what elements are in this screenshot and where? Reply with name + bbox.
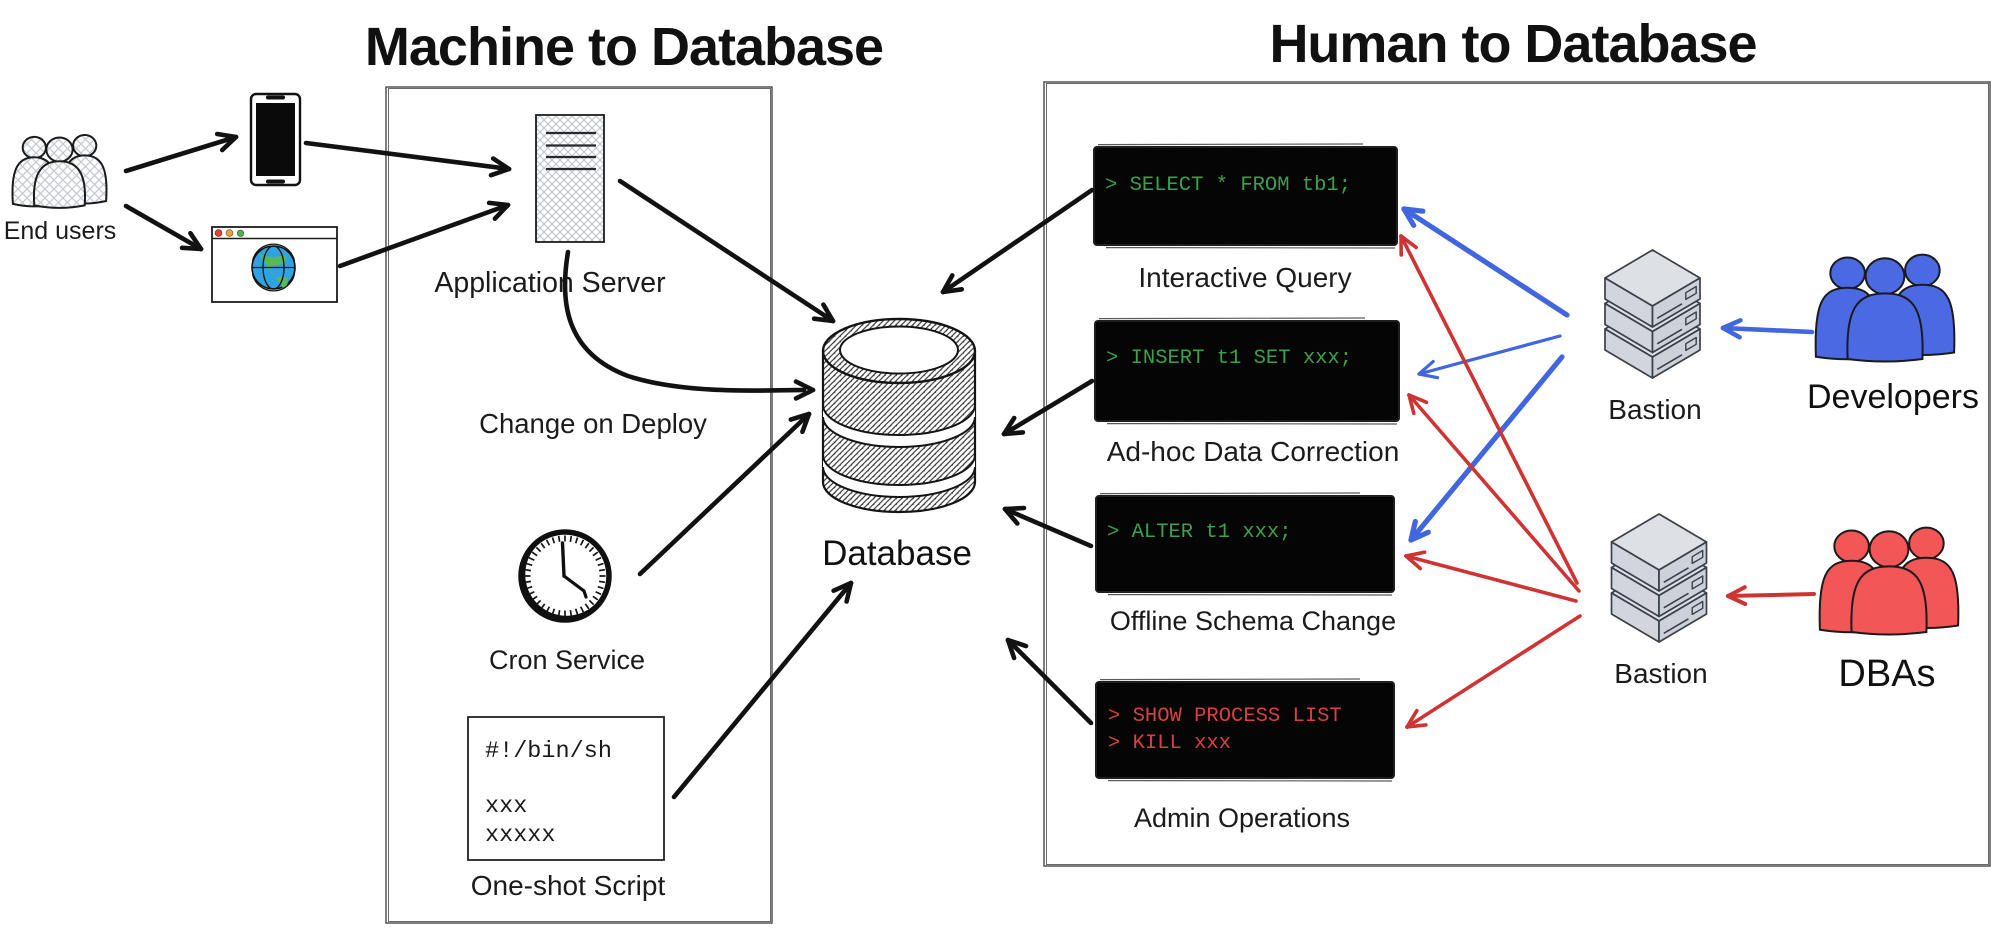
svg-text:End users: End users bbox=[4, 217, 117, 245]
svg-text:Bastion: Bastion bbox=[1608, 394, 1701, 425]
svg-text:Cron Service: Cron Service bbox=[489, 645, 645, 675]
svg-text:One-shot Script: One-shot Script bbox=[471, 870, 666, 901]
svg-text:> KILL xxx: > KILL xxx bbox=[1108, 732, 1231, 755]
svg-text:DBAs: DBAs bbox=[1838, 653, 1935, 695]
svg-text:Bastion: Bastion bbox=[1614, 658, 1707, 689]
svg-text:Change on Deploy: Change on Deploy bbox=[479, 408, 707, 439]
svg-text:Ad-hoc Data Correction: Ad-hoc Data Correction bbox=[1107, 436, 1400, 467]
svg-text:xxxxx: xxxxx bbox=[485, 822, 556, 849]
svg-text:#!/bin/sh: #!/bin/sh bbox=[485, 738, 612, 765]
svg-text:Database: Database bbox=[822, 534, 972, 573]
svg-text:> SHOW PROCESS LIST: > SHOW PROCESS LIST bbox=[1108, 705, 1342, 728]
svg-text:> SELECT * FROM tb1;: > SELECT * FROM tb1; bbox=[1105, 174, 1351, 197]
svg-text:Application Server: Application Server bbox=[434, 267, 666, 299]
svg-text:Machine to Database: Machine to Database bbox=[365, 17, 883, 77]
svg-text:Offline Schema Change: Offline Schema Change bbox=[1110, 606, 1396, 636]
svg-text:Interactive Query: Interactive Query bbox=[1138, 262, 1351, 293]
svg-text:Developers: Developers bbox=[1807, 378, 1979, 416]
svg-text:Human to Database: Human to Database bbox=[1269, 14, 1756, 74]
svg-text:> ALTER t1 xxx;: > ALTER t1 xxx; bbox=[1107, 521, 1292, 544]
svg-text:xxx: xxx bbox=[485, 793, 527, 820]
svg-text:> INSERT t1 SET xxx;: > INSERT t1 SET xxx; bbox=[1106, 347, 1352, 370]
svg-text:Admin Operations: Admin Operations bbox=[1134, 803, 1350, 833]
